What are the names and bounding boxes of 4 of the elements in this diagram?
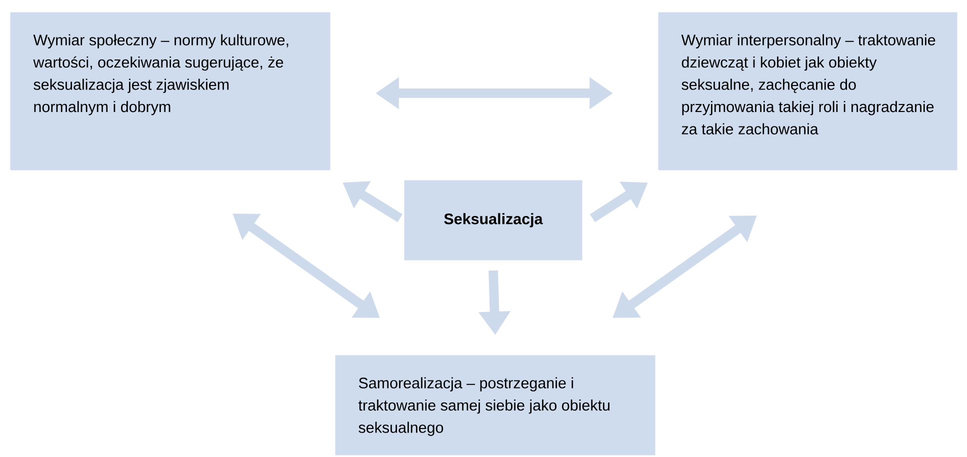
text-box: Wymiar interpersonalny – traktowanie dziewcząt i kobiet jak obiekty seksualne, zachęcanie do przyjmowania takiej roli i nagradzanie za takie zachowania bbox=[658, 12, 958, 170]
text-box: Samorealizacja – postrzeganie i traktowanie samej siebie jako obiektu seksualnego bbox=[335, 355, 656, 456]
text-box: Wymiar społeczny – normy kulturowe, wartości, oczekiwania sugerujące, że seksualizacja jest zjawiskiem normalnym i dobrym bbox=[10, 12, 330, 170]
title-box: Seksualizacja bbox=[404, 180, 582, 260]
